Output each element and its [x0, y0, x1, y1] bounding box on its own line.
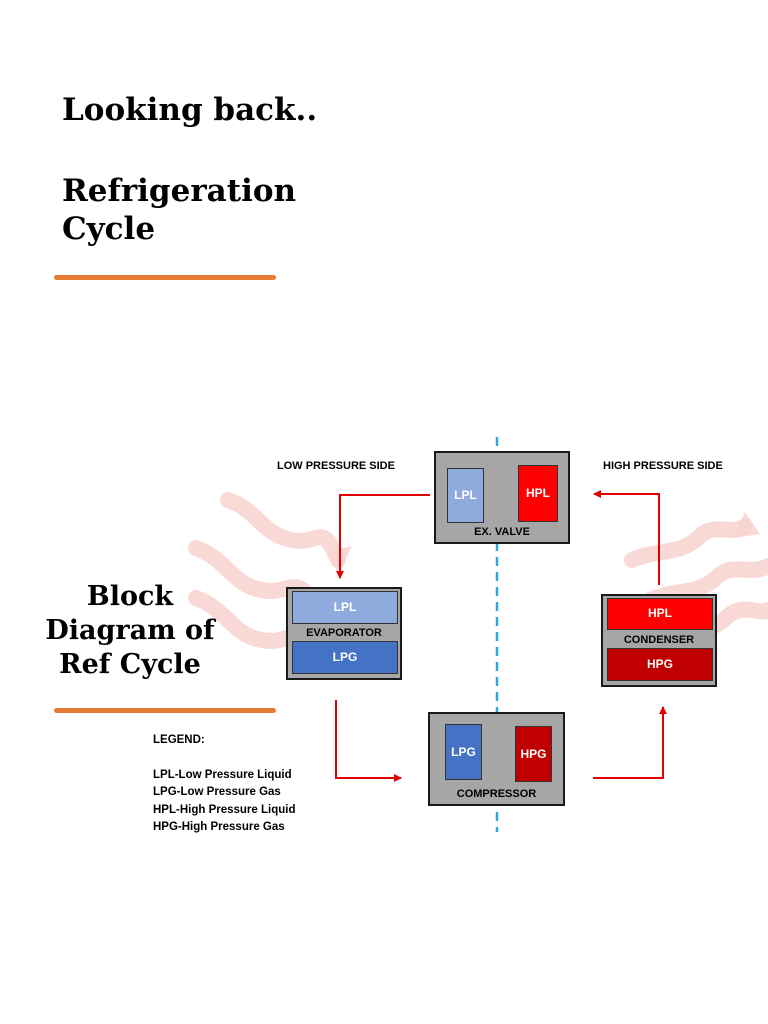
evaporator-block: LPL EVAPORATOR LPG [286, 587, 402, 680]
page-subtitle: Refrigeration Cycle [62, 173, 297, 247]
title-underline [54, 275, 276, 280]
expansion-valve-block: LPL HPL EX. VALVE [434, 451, 570, 544]
evaporator-lpg-cell: LPG [292, 641, 398, 674]
evaporator-lpl-cell: LPL [292, 591, 398, 624]
ex-valve-label: EX. VALVE [474, 526, 530, 538]
arrow-valve-to-evaporator [336, 494, 430, 579]
flow-arrows [335, 490, 667, 782]
compressor-hpg-cell: HPG [515, 726, 552, 782]
legend: LEGEND: LPL-Low Pressure Liquid LPG-Low … [153, 732, 296, 837]
compressor-lpg-cell: LPG [445, 724, 482, 780]
ex-valve-lpl-cell: LPL [447, 468, 484, 523]
condenser-hpl-cell: HPL [607, 598, 713, 630]
low-pressure-side-label: LOW PRESSURE SIDE [277, 460, 395, 472]
page-title: Looking back.. [62, 92, 318, 128]
high-pressure-side-label: HIGH PRESSURE SIDE [603, 460, 723, 472]
diagram-title-underline [54, 708, 276, 713]
legend-item-lpl: LPL-Low Pressure Liquid [153, 768, 292, 781]
ex-valve-hpl-cell: HPL [518, 465, 558, 522]
condenser-hpg-cell: HPG [607, 648, 713, 681]
legend-item-hpg: HPG-High Pressure Gas [153, 821, 285, 833]
condenser-label: CONDENSER [623, 634, 695, 646]
condenser-block: HPL CONDENSER HPG [601, 594, 717, 687]
arrow-condenser-to-valve [593, 490, 660, 585]
diagram-title: Block Diagram of Ref Cycle [45, 581, 215, 680]
evaporator-label: EVAPORATOR [306, 627, 382, 639]
arrow-compressor-to-condenser [593, 706, 667, 779]
legend-item-hpl: HPL-High Pressure Liquid [153, 803, 296, 816]
compressor-block: LPG HPG COMPRESSOR [428, 712, 565, 806]
legend-heading: LEGEND: [153, 734, 205, 746]
compressor-label: COMPRESSOR [456, 788, 537, 800]
arrow-evaporator-to-compressor [335, 700, 402, 782]
legend-item-lpg: LPG-Low Pressure Gas [153, 786, 281, 798]
